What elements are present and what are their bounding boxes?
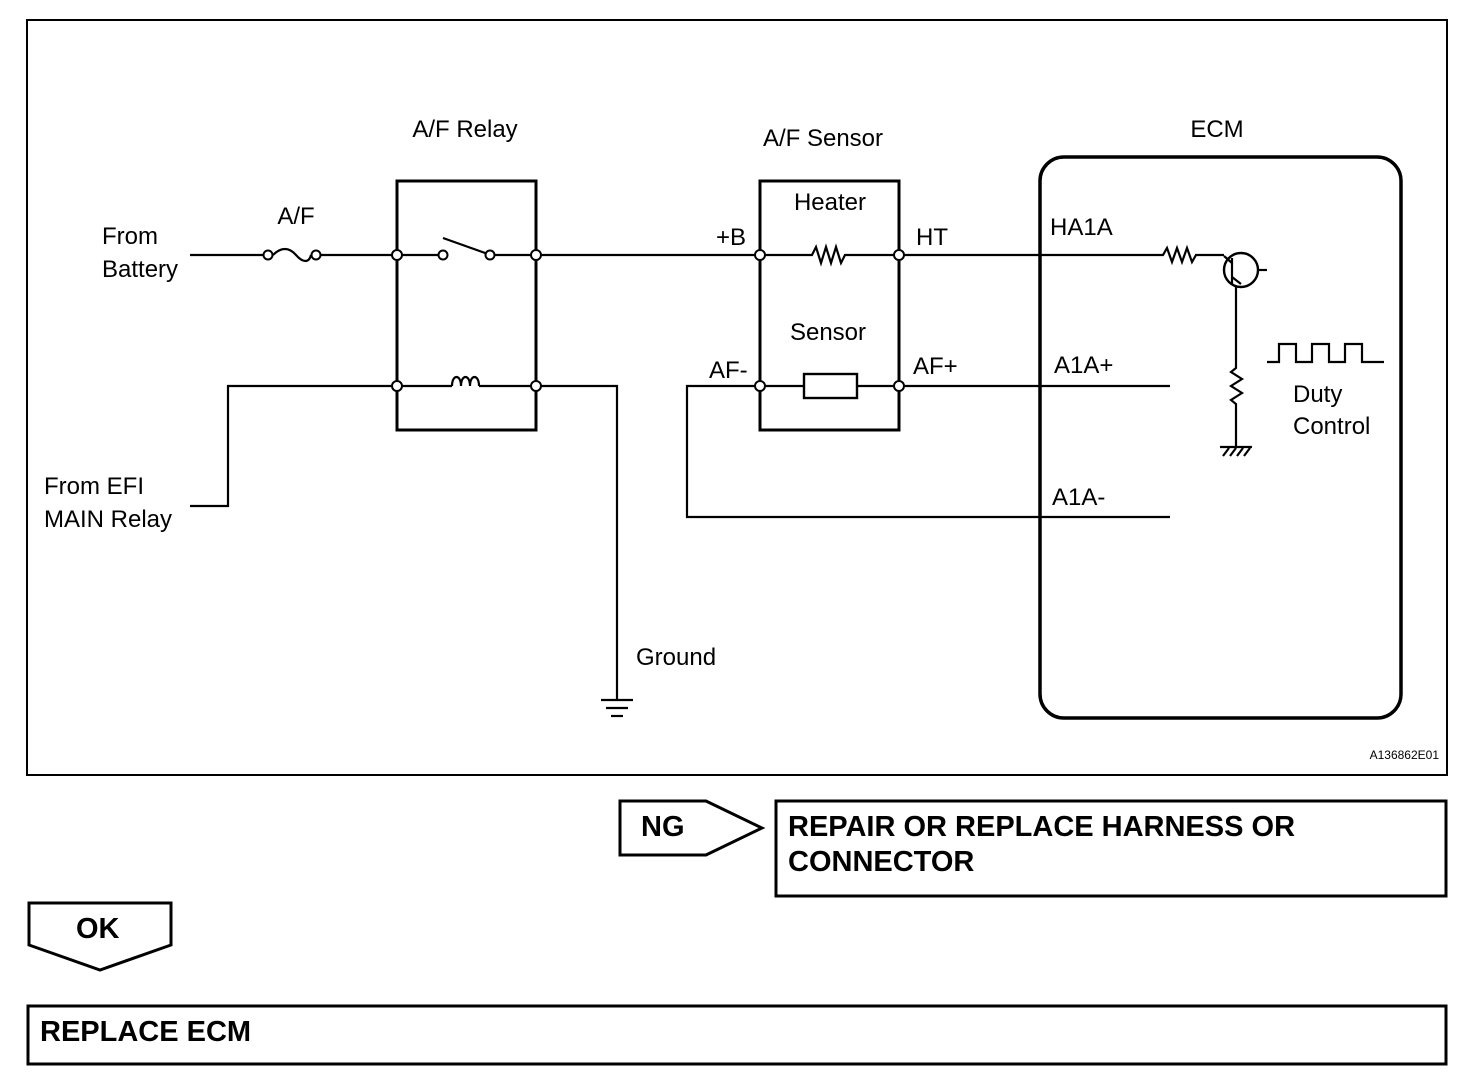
a1a-minus-label: A1A-	[1052, 484, 1105, 511]
relay-terminal	[391, 249, 403, 261]
diagram-frame	[26, 19, 1448, 776]
ecm-box	[1038, 155, 1403, 720]
af-minus-wire	[685, 384, 1170, 519]
fuse-label: A/F	[277, 203, 314, 230]
heater-resistor-symbol	[765, 243, 895, 267]
relay-switch-symbol	[402, 236, 531, 261]
sensor-terminal-plus-b	[754, 249, 766, 261]
duty-label: Duty	[1293, 381, 1342, 408]
af-relay-title: A/F Relay	[412, 116, 517, 143]
af-minus-label: AF-	[709, 357, 748, 384]
ng-label: NG	[641, 811, 685, 843]
efi-wire	[190, 384, 392, 508]
sensor-terminal-ht	[893, 249, 905, 261]
ha1a-label: HA1A	[1050, 214, 1113, 241]
a1a-plus-label: A1A+	[1054, 352, 1113, 379]
ok-arrow	[27, 901, 173, 972]
ng-result-box	[774, 799, 1448, 898]
relay-terminal	[530, 249, 542, 261]
ok-result-box	[26, 1004, 1448, 1066]
from-battery-line2: Battery	[102, 256, 178, 283]
fuse-symbol	[190, 247, 392, 263]
ground-label: Ground	[636, 644, 716, 671]
sensor-element-symbol	[765, 372, 895, 400]
sensor-terminal-af-minus	[754, 380, 766, 392]
ecm-title: ECM	[1190, 116, 1243, 143]
af-plus-label: AF+	[913, 353, 958, 380]
ground-symbol	[601, 698, 633, 718]
sensor-terminal-af-plus	[893, 380, 905, 392]
heater-label: Heater	[794, 189, 866, 216]
duty-pulse-icon	[1267, 342, 1384, 364]
ng-result-text: REPAIR OR REPLACE HARNESS OR CONNECTOR	[788, 811, 1296, 878]
from-battery-line1: From	[102, 223, 158, 250]
ng-arrow	[618, 799, 766, 857]
from-efi-line1: From EFI	[44, 473, 144, 500]
plus-b-label: +B	[716, 224, 746, 251]
figure-code: A136862E01	[1370, 748, 1440, 762]
sensor-label: Sensor	[790, 319, 866, 346]
af-sensor-box	[758, 179, 901, 432]
control-label: Control	[1293, 413, 1370, 440]
heater-drive-circuit	[904, 244, 1267, 457]
relay-terminal	[530, 380, 542, 392]
ok-label: OK	[76, 913, 120, 945]
relay-coil-symbol	[402, 375, 531, 388]
ok-result-text: REPLACE ECM	[40, 1016, 252, 1048]
ground-wire	[541, 384, 619, 700]
relay-terminal	[391, 380, 403, 392]
from-efi-line2: MAIN Relay	[44, 506, 172, 533]
ht-label: HT	[916, 224, 948, 251]
af-relay-box	[395, 179, 538, 432]
af-sensor-title: A/F Sensor	[763, 125, 883, 152]
